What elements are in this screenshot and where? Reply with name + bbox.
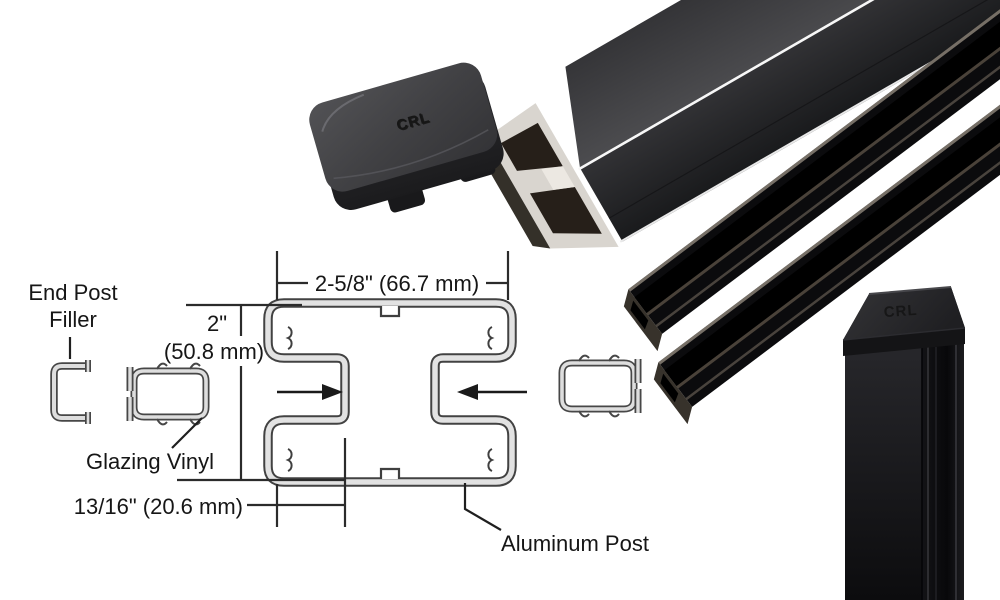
glazing-vinyl-profile-left [126,362,210,426]
arrow-head [322,384,343,400]
filler-outline-dark [50,362,88,422]
vinyl-strip-2 [653,43,1000,425]
height-dimension-mm-label: (50.8 mm) [164,339,264,364]
end-post-filler-label-line2: Filler [49,307,97,332]
extrusion-ridge-highlight [577,0,1000,171]
post-logo-text: CRL [883,302,918,321]
vinyl-right-dark [558,359,638,413]
strip-hollow [634,0,1000,314]
filler-outline-core [52,364,88,420]
post-cap-top [843,287,965,340]
cap-sheen [321,93,365,132]
vinyl-left-dark [130,367,210,421]
vinyl-right-core [560,361,636,411]
cap-top-face [309,62,498,192]
pocket-depth-dimension-label: 13/16" (20.6 mm) [74,494,243,519]
extrusion-top-face [565,0,1000,168]
strip-end-notch [660,373,679,403]
strip-inner-highlight [676,67,1000,389]
post-right-face [922,342,964,600]
glazing-vinyl-strips-photo [623,0,1000,425]
glazing-vinyl-label: Glazing Vinyl [86,449,214,474]
glazing-vinyl-leader [171,417,203,449]
cap-edge-line [333,129,489,180]
aluminum-post-label: Aluminum Post [501,531,649,556]
end-post-filler-label-line1: End Post [28,280,117,305]
height-dimension-inches-label: 2" [207,311,227,336]
aluminum-post-profile [263,298,517,487]
strip-lower-sheen [655,6,1000,328]
vinyl-right-barbs [578,354,620,418]
end-cap-photo: CRL CRL [309,62,504,213]
strip-end-notch [630,300,649,330]
vinyl-left-barbs [156,362,201,426]
leader-lines [68,337,502,531]
cut-hollow-top [500,122,563,171]
profile-bottom-notch [379,467,401,479]
serration-top-left [285,326,293,350]
cross-section-drawing: End Post Filler 2-5/8" (66.7 mm) 2" (50.… [28,251,649,556]
profile-outline-core [265,300,515,485]
corner-post-photo: CRL [842,286,966,600]
strip-inner-highlight [646,0,1000,316]
cut-web [541,166,575,190]
insert-arrow-left-icon [277,384,343,400]
arrow-head [457,384,478,400]
serration-top-right [487,326,495,350]
vinyl-left-core [132,369,208,419]
post-cap-bevel [842,327,966,341]
post-left-face [845,346,922,600]
extrusion-bottom-highlight [619,0,1000,243]
width-dimension-label: 2-5/8" (66.7 mm) [315,271,479,296]
extrusion-front-face [580,0,1000,242]
insert-arrow-right-icon [457,384,527,400]
vinyl-strip-1 [623,0,1000,352]
strip-hollow [664,51,1000,387]
serration-bottom-left [285,448,293,472]
profile-top-notch [379,306,401,318]
extrusion-groove [608,0,1000,219]
post-cap-highlight [868,286,952,295]
strip-lower-sheen [685,79,1000,401]
dimension-lines [177,251,510,527]
aluminum-post-leader [463,483,502,531]
serration-bottom-right [487,448,495,472]
strip-lip-highlight [658,43,1000,365]
cut-hollow-bottom [529,187,602,234]
end-post-filler-profile [50,360,91,424]
strip-lip-highlight [628,0,1000,292]
glazing-vinyl-profile-right [558,354,642,418]
